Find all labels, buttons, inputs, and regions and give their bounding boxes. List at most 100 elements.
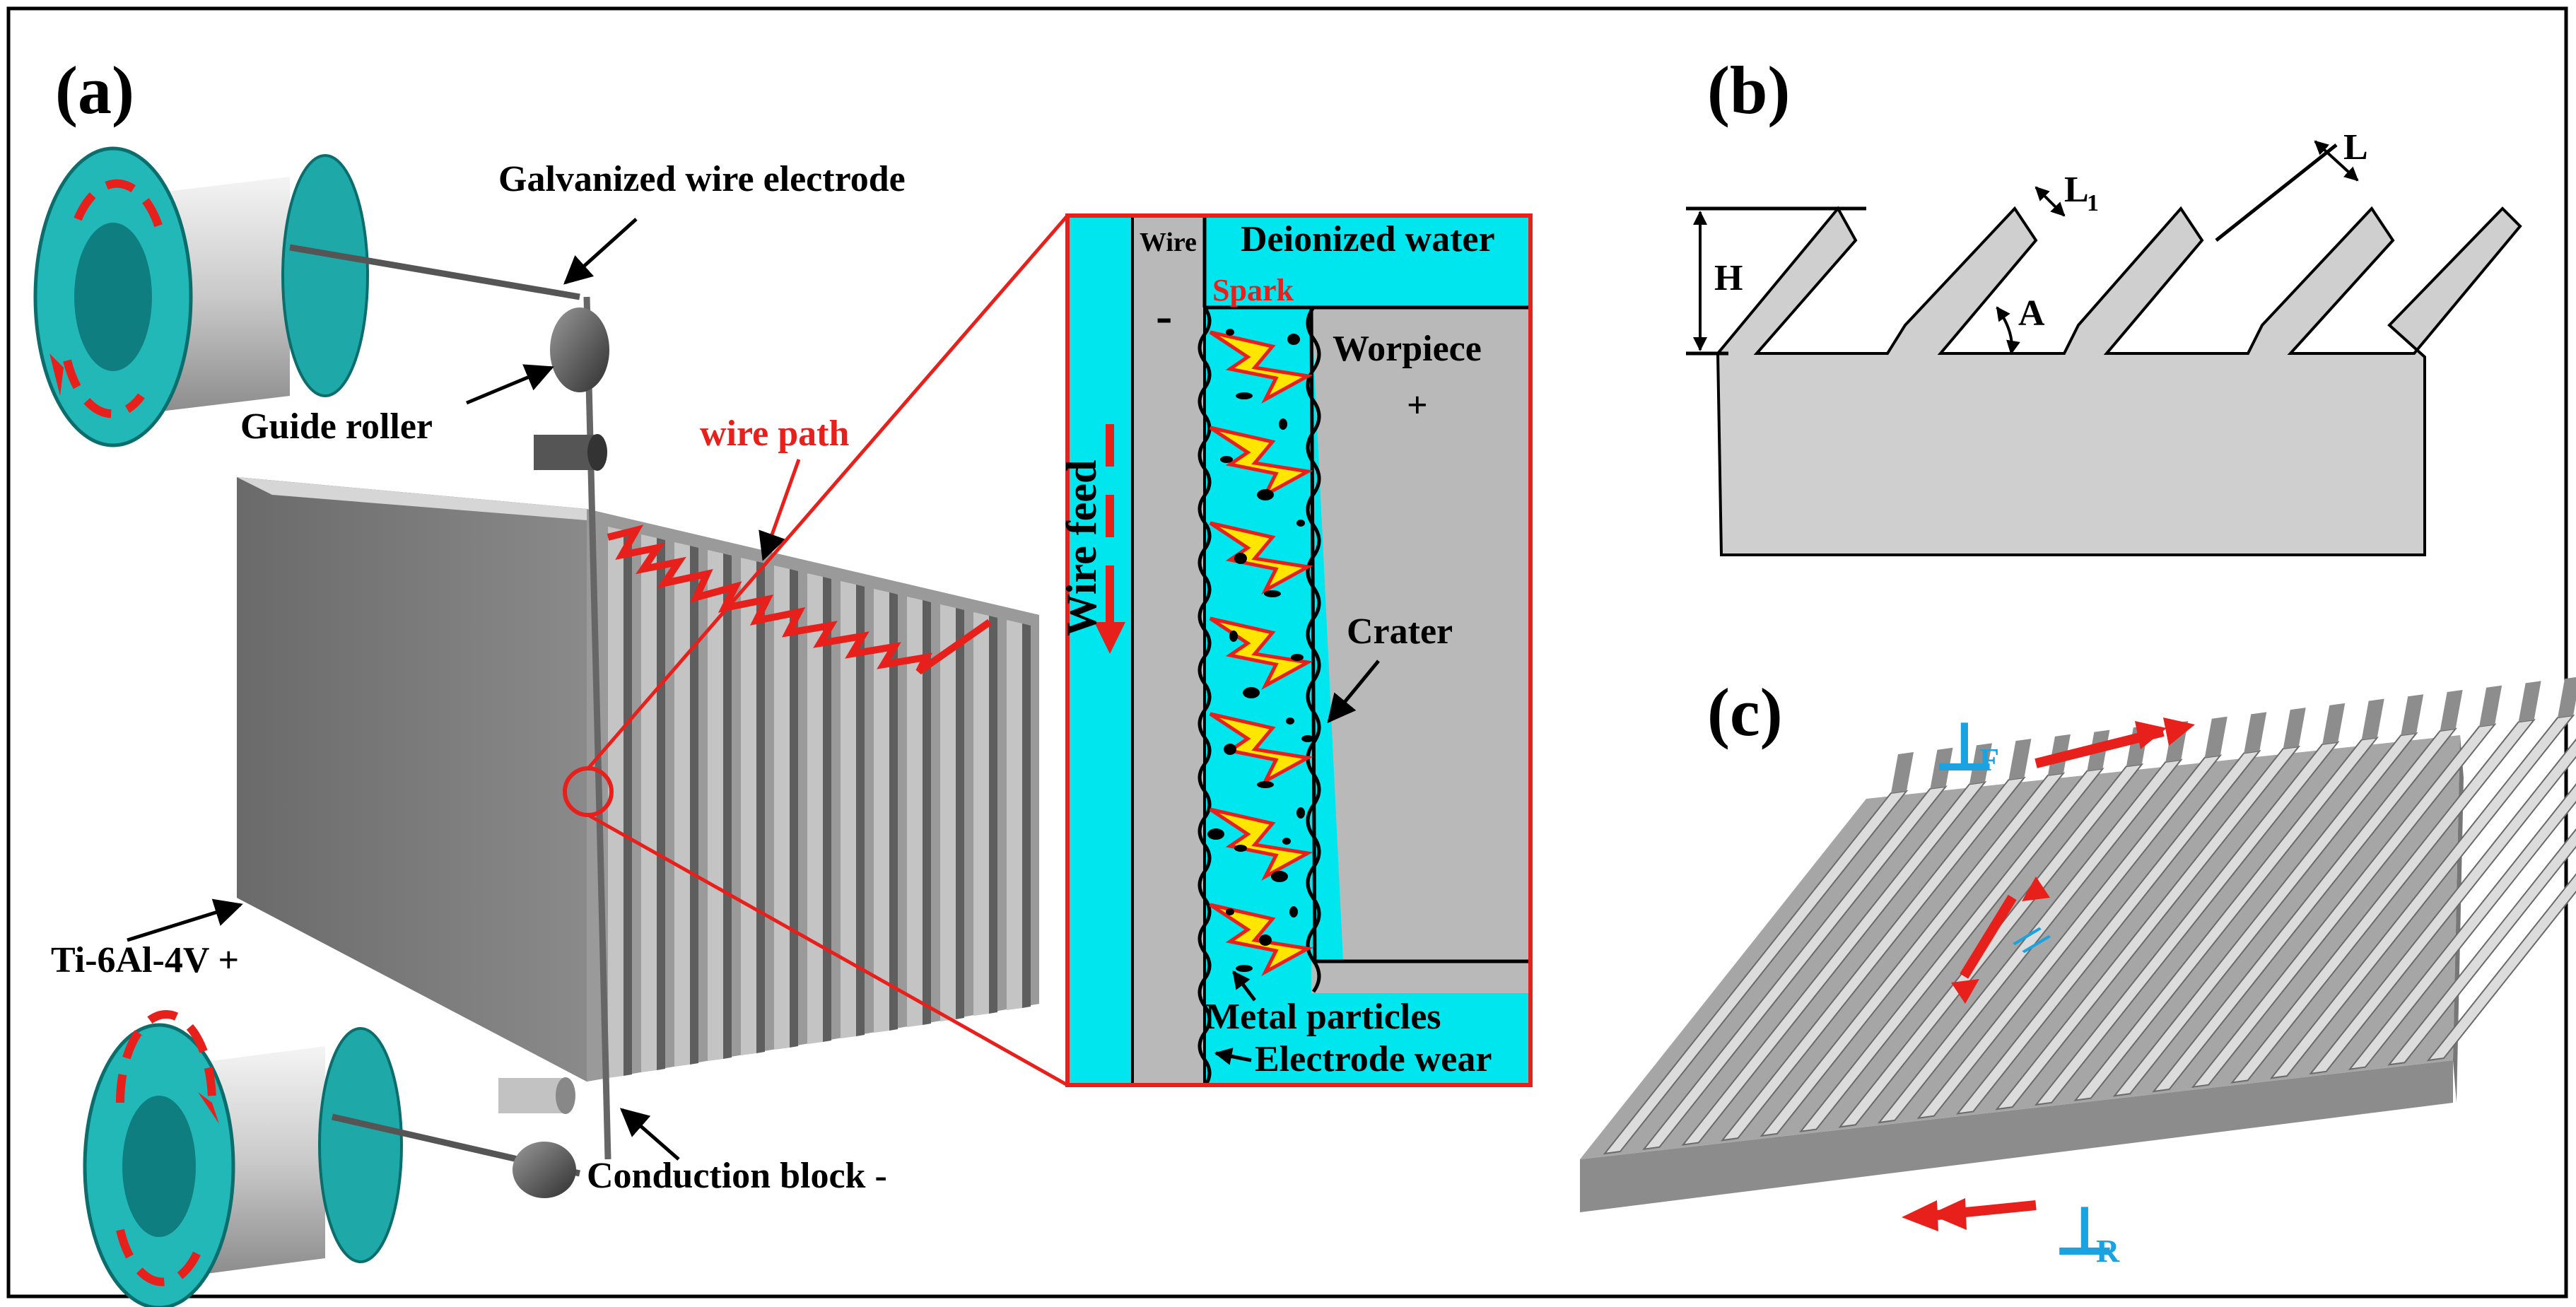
surface-fin-top: [2558, 676, 2576, 718]
inset-label-wire-feed: Wire feed: [1058, 460, 1105, 636]
label-galvanized-wire: Galvanized wire electrode: [498, 159, 906, 199]
inset-label-workpiece: Worpiece: [1333, 329, 1482, 369]
wire-path-zigzag: [607, 524, 992, 675]
surface-fin: [2309, 738, 2576, 1075]
label-guide-roller: Guide roller: [240, 406, 433, 447]
block-fin: [608, 527, 623, 1078]
label-F: F: [1979, 742, 1999, 778]
surface-fin: [2269, 714, 2575, 1079]
block-fin: [1007, 620, 1022, 1010]
surface-fin: [2112, 732, 2418, 1097]
arrow-electrode-wear: [1214, 1048, 1252, 1065]
fin-profile: [1716, 206, 2522, 556]
surface-fin-top: [2283, 708, 2306, 749]
inset-label-crater: Crater: [1347, 611, 1453, 652]
zoom-line-bottom: [587, 813, 1069, 1087]
block-fin-shadow: [989, 616, 997, 1014]
surface-fin: [2348, 783, 2576, 1070]
inset-label-minus: -: [1156, 289, 1172, 344]
arrow-workpiece-material: [127, 898, 243, 942]
metal-particle: [1226, 329, 1234, 336]
spark-bolt: [1209, 807, 1313, 881]
surface-fin: [2426, 873, 2576, 1062]
label-H: H: [1714, 258, 1743, 298]
surface-fin: [1721, 776, 2026, 1142]
label-conduction-block: Conduction block -: [587, 1156, 887, 1196]
surface-fin: [2387, 828, 2576, 1066]
upper-pin-end: [587, 434, 607, 471]
block-fin: [741, 558, 756, 1055]
block-fin-shadow: [690, 546, 698, 1065]
block-fin-shadow: [856, 585, 865, 1036]
arrow-galvanized-wire: [563, 218, 638, 285]
spark-bolt: [1209, 521, 1313, 595]
label-L1-sub: 1: [2087, 190, 2099, 216]
arrow-reverse: [1902, 1198, 2037, 1231]
surface-fin: [1681, 781, 1987, 1146]
spark-bolt: [1209, 330, 1313, 404]
label-L1: L: [2064, 170, 2089, 210]
block-fin: [708, 550, 723, 1061]
surface-fin: [1760, 772, 2066, 1137]
spark-bolt: [1209, 616, 1313, 691]
figure-frame: [6, 6, 2568, 1299]
metal-particle: [1289, 906, 1298, 918]
arrow-wire-path: [759, 459, 801, 561]
surface-fin-top: [1891, 752, 1914, 793]
symbol-perp-F: ⊥: [1933, 708, 1996, 787]
surface-fin-top: [2361, 698, 2384, 740]
inset-label-plus: +: [1407, 385, 1428, 426]
arrow-forward: [2035, 717, 2195, 768]
dim-line-L: [2215, 143, 2338, 242]
arrow-conduction-block: [619, 1108, 680, 1161]
arrow-guide-roller: [466, 364, 554, 405]
metal-particle: [1229, 631, 1238, 642]
metal-particle: [1282, 838, 1291, 845]
inset-label-deionized-water: Deionized water: [1241, 219, 1495, 259]
surface-fin-top: [2401, 694, 2424, 736]
block-fin: [973, 612, 989, 1016]
surface-fin-top: [1930, 747, 1953, 789]
surface-fin-top: [2322, 703, 2346, 744]
metal-particle: [1226, 908, 1234, 915]
metal-particle: [1257, 781, 1274, 788]
block-fin: [774, 565, 790, 1050]
panel-label-c: (c): [1707, 674, 1783, 750]
label-wire-path: wire path: [700, 414, 849, 454]
surface-fin-top: [2008, 739, 2032, 780]
dim-arrow-L1: [2035, 186, 2066, 217]
panel-label-b: (b): [1707, 52, 1790, 128]
surface-fin-top: [2479, 685, 2502, 727]
metal-particle: [1279, 418, 1287, 430]
metal-particle: [1287, 334, 1300, 345]
block-fin: [841, 581, 856, 1038]
conduction-roller: [513, 1142, 576, 1198]
spark-inset: [1065, 213, 1533, 1088]
block-fin-shadow: [790, 569, 798, 1048]
spark-bolt: [1209, 903, 1313, 977]
block-fin: [907, 597, 923, 1027]
surface-fin: [2230, 719, 2536, 1084]
surface-fin: [1955, 750, 2261, 1115]
metal-particle: [1257, 489, 1274, 500]
dim-arrow-L: [2314, 140, 2359, 182]
metal-particle: [1296, 520, 1305, 527]
lower-spool: [83, 1010, 403, 1307]
block-fin-shadow: [823, 577, 831, 1042]
surface-fin: [1642, 785, 1948, 1151]
block-fin-shadow: [956, 608, 964, 1019]
block-fin: [874, 589, 889, 1033]
symbol-perp-R: ⊥: [2054, 1192, 2116, 1271]
upper-spool: [33, 146, 369, 447]
inset-label-metal-particles: Metal particles: [1205, 997, 1441, 1037]
metal-particle: [1220, 456, 1233, 463]
surface-fin-top: [2204, 716, 2227, 758]
metal-particle: [1234, 553, 1247, 564]
surface-fin-top: [2518, 681, 2541, 722]
lower-pin: [498, 1078, 566, 1113]
block-fin-shadow: [723, 553, 732, 1059]
metal-particle: [1224, 744, 1236, 755]
block-fin-shadow: [889, 592, 898, 1031]
block-fin: [940, 604, 956, 1021]
